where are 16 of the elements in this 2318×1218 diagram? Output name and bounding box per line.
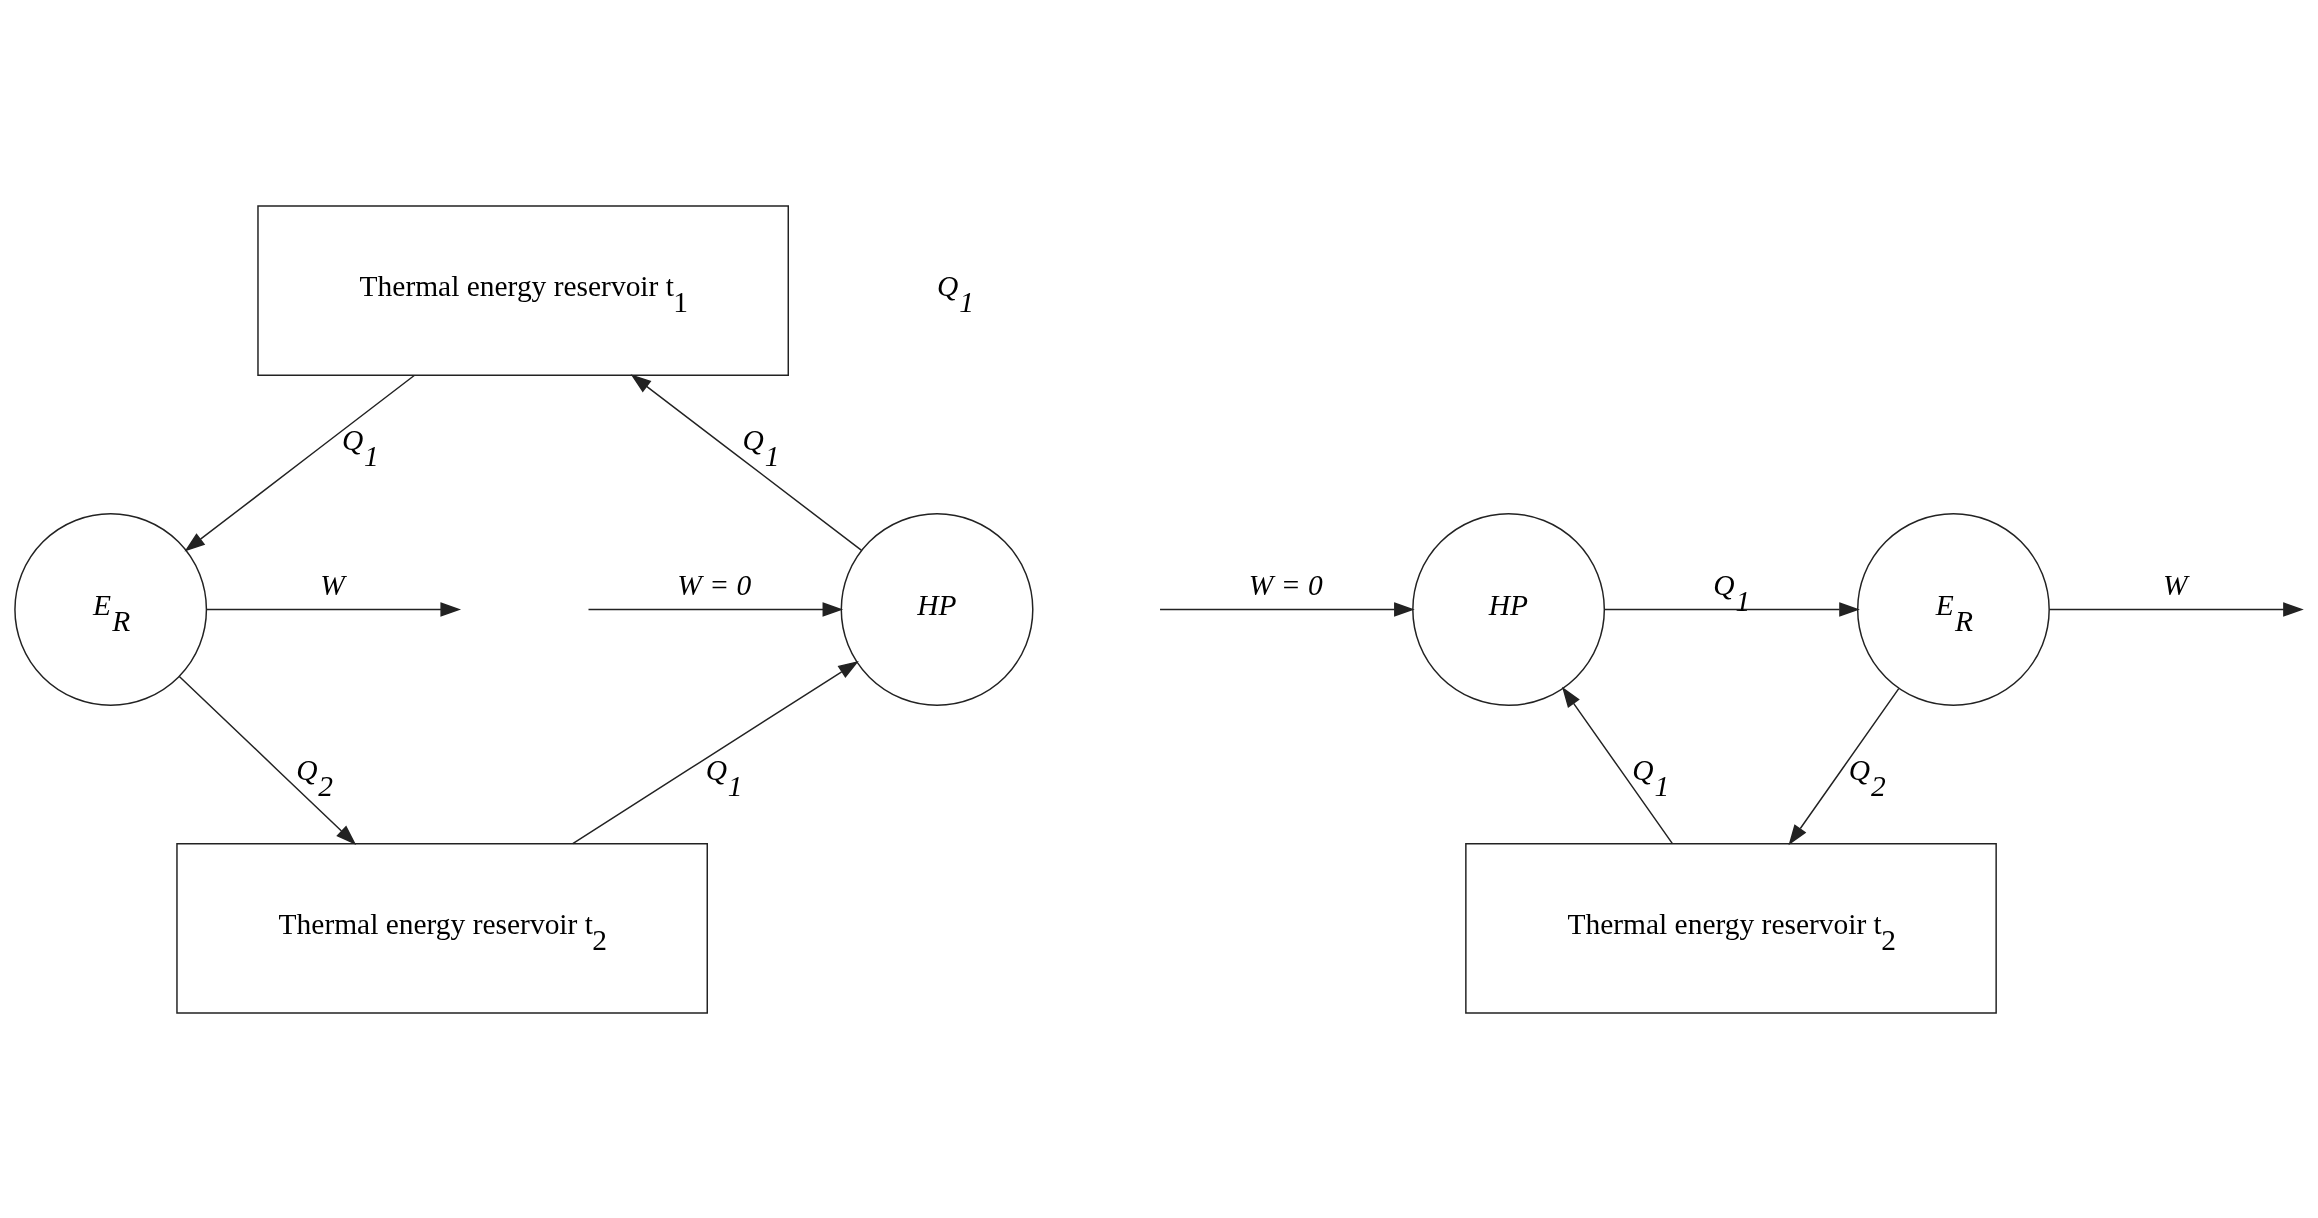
arrow <box>1788 687 1900 845</box>
arrow <box>1603 601 1860 617</box>
edge-label: W = 0 <box>677 568 752 601</box>
arrow <box>2048 601 2304 617</box>
arrow <box>587 601 844 617</box>
arrow <box>178 675 357 845</box>
arrow <box>630 373 862 551</box>
arrow <box>1159 601 1415 617</box>
edge-label: W <box>2163 568 2188 601</box>
arrow <box>184 374 415 551</box>
arrow <box>1562 686 1673 844</box>
arrow <box>205 601 462 617</box>
arrow <box>572 660 859 844</box>
edge-label: W = 0 <box>1248 568 1323 601</box>
node-circle: HP <box>840 512 1034 706</box>
edge-label: W <box>320 568 345 601</box>
